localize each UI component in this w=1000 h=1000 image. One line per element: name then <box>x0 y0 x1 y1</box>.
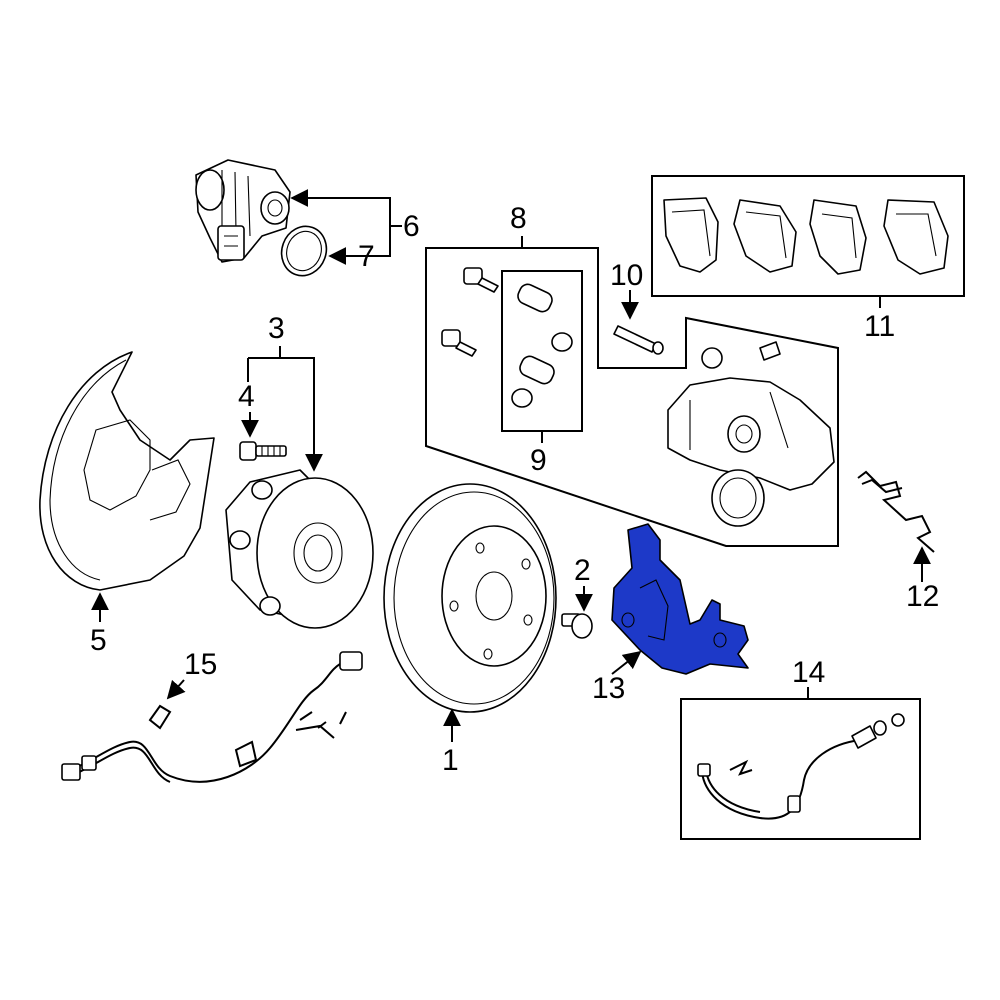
parking-brake-motor-part[interactable] <box>195 159 291 263</box>
brake-pads-box <box>651 175 965 297</box>
dust-shield-part[interactable] <box>39 351 215 591</box>
callout-4: 4 <box>238 380 255 413</box>
callout-12: 12 <box>906 580 939 613</box>
callout-1: 1 <box>442 744 459 777</box>
callout-8: 8 <box>510 202 527 235</box>
callout-5: 5 <box>90 624 107 657</box>
anti-rattle-spring-part[interactable] <box>857 470 935 553</box>
sensor-harness-part[interactable] <box>61 651 363 783</box>
caliper-kit-box <box>425 247 839 547</box>
guide-bolt-part[interactable] <box>441 329 477 357</box>
callout-2: 2 <box>574 554 591 587</box>
leader-15 <box>166 679 186 700</box>
callout-9: 9 <box>530 444 547 477</box>
callout-3: 3 <box>268 312 285 345</box>
caliper-bracket-part[interactable] <box>611 523 749 675</box>
leader-3 <box>248 357 323 472</box>
brake-caliper-part[interactable] <box>667 341 835 527</box>
wheel-speed-sensor-box <box>680 698 921 840</box>
callout-13: 13 <box>592 672 625 705</box>
caliper-bracket-bolt-part[interactable] <box>561 613 593 639</box>
wheel-stud-part[interactable] <box>239 441 287 461</box>
wheel-hub-part[interactable] <box>225 469 374 629</box>
callout-7: 7 <box>358 240 375 273</box>
callout-10: 10 <box>610 259 643 292</box>
o-ring-part[interactable] <box>275 220 333 282</box>
brake-rotor-part[interactable] <box>383 483 557 713</box>
leader-13 <box>611 650 642 675</box>
brake-pads-part[interactable] <box>663 197 949 275</box>
callout-15: 15 <box>184 648 217 681</box>
callout-6: 6 <box>403 210 420 243</box>
callout-11: 11 <box>864 310 895 343</box>
pin-sleeve-part[interactable] <box>511 282 573 408</box>
callout-14: 14 <box>792 656 825 689</box>
wheel-speed-sensor-part[interactable] <box>697 713 905 820</box>
guide-pin-part[interactable] <box>613 325 664 355</box>
caliper-bolt-part[interactable] <box>463 267 499 293</box>
